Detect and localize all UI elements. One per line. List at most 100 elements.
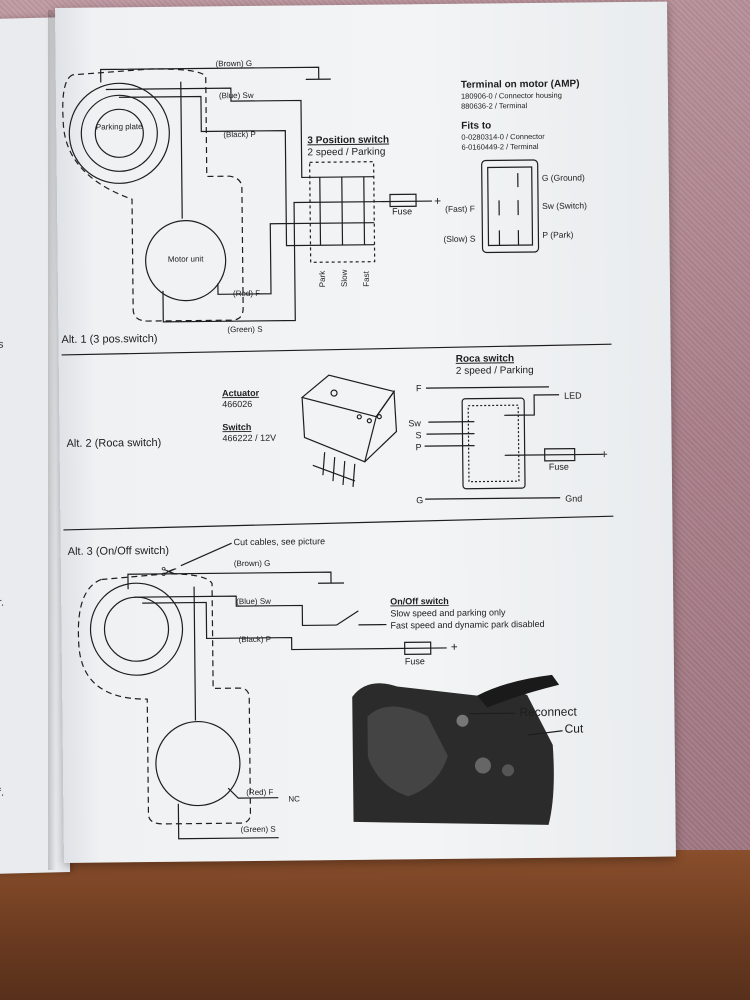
wire-label-green: (Green) S <box>241 825 276 834</box>
alt2-label: Alt. 2 (Roca switch) <box>67 437 162 450</box>
section-divider <box>63 515 614 531</box>
wire-label-brown: (Brown) G <box>216 59 253 68</box>
cut-pointer <box>527 730 563 736</box>
rocker-base <box>312 464 356 482</box>
switch-bar-slow <box>341 176 344 246</box>
switch-lever <box>336 610 359 626</box>
pin-sw: Sw <box>408 418 421 428</box>
wire-green <box>177 803 279 840</box>
parking-plate-label: Parking plate <box>96 122 143 131</box>
amp-connector <box>481 159 540 254</box>
left-page-fragment: f. <box>0 786 5 799</box>
cut-note: Cut cables, see picture <box>234 536 326 547</box>
plus-sign: + <box>451 640 458 654</box>
wire-s <box>426 433 475 435</box>
left-page-fragment: s <box>0 338 4 351</box>
motor-photo <box>352 674 563 825</box>
fuse-label: Fuse <box>405 656 425 666</box>
motor-unit-label: Motor unit <box>168 254 204 263</box>
rocker-side <box>364 389 398 463</box>
position-park: Park <box>318 270 327 288</box>
onoff-line: Slow speed and parking only <box>390 607 506 618</box>
terminal-title: Terminal on motor (AMP) <box>461 79 580 91</box>
pin-label: G (Ground) <box>542 172 585 182</box>
pin-f: F <box>416 383 422 393</box>
rocker-pin <box>342 460 346 486</box>
switch-bar-fast <box>363 176 366 245</box>
fits-line: 6-0160449-2 / Terminal <box>461 142 538 152</box>
motor-unit-circle <box>145 220 227 302</box>
page-fold-shadow <box>48 10 56 870</box>
parking-plate-hub <box>94 108 144 158</box>
motor-housing-outline <box>77 573 252 825</box>
roca-title: Roca switch <box>456 353 514 365</box>
pin-label: (Fast) F <box>445 204 475 214</box>
switch-number: 466222 / 12V <box>222 433 276 444</box>
wire-black <box>118 95 375 247</box>
wire-motor-feed <box>193 586 197 721</box>
rocker-pin <box>322 452 326 476</box>
wire-fuse-line <box>374 200 433 203</box>
roca-switch-body <box>461 397 526 490</box>
actuator-number: 466026 <box>222 399 252 409</box>
parking-plate-inner <box>103 596 170 662</box>
cut-pointer <box>180 542 232 567</box>
pin-p: P <box>416 442 422 452</box>
wiring-diagrams: Parking plate Motor unit 3 Position swit… <box>61 59 614 840</box>
rocker-pin <box>332 457 336 482</box>
section-divider <box>61 343 612 356</box>
terminal-line: 180906-0 / Connector housing <box>461 91 562 101</box>
plus-sign: + <box>434 194 441 208</box>
instruction-sheet: Parking plate Motor unit 3 Position swit… <box>55 1 676 863</box>
roca-terminals <box>467 404 520 483</box>
fuse-symbol <box>389 193 417 208</box>
pin-label: (Slow) S <box>443 234 476 244</box>
photo-housing <box>367 706 448 797</box>
photo-terminal <box>474 757 491 774</box>
rocker-dot <box>356 414 362 420</box>
wire-label-blue: (Blue) Sw <box>219 91 254 100</box>
three-position-switch-box <box>309 161 376 263</box>
alt3-label: Alt. 3 (On/Off switch) <box>68 545 169 558</box>
gnd-label: Gnd <box>565 494 582 504</box>
pin-label: P (Park) <box>542 230 573 240</box>
wire-blue <box>134 595 337 627</box>
wire-label-red: (Red) F <box>233 289 260 298</box>
parking-plate-inner <box>80 94 158 172</box>
wire-fuse <box>504 453 603 456</box>
actuator-title: Actuator <box>222 388 260 398</box>
terminal-line: 880636-2 / Terminal <box>461 101 528 111</box>
cut-label: Cut <box>565 722 584 736</box>
wire-label-brown: (Brown) G <box>234 559 271 568</box>
photo-terminal <box>456 714 469 727</box>
switch-title: Switch <box>222 422 251 432</box>
rocker-front <box>301 397 377 463</box>
scissors-icon: ✂ <box>161 562 178 584</box>
photo-cable <box>477 674 560 708</box>
rocker-dot <box>376 414 382 420</box>
fuse-label: Fuse <box>392 206 412 216</box>
left-page-fragment: r. <box>0 596 5 609</box>
onoff-title: On/Off switch <box>390 596 449 607</box>
wire-label-red: (Red) F <box>246 788 273 797</box>
wire-blue <box>105 87 374 179</box>
reconnect-label: Reconnect <box>519 705 577 720</box>
fits-title: Fits to <box>461 120 491 131</box>
wire-gnd <box>425 497 561 500</box>
motor-housing-outline <box>62 68 244 322</box>
photo-terminal <box>502 764 515 777</box>
alt2-diagram: Alt. 2 (Roca switch) Actuator 466026 Swi… <box>67 353 608 505</box>
alt3-diagram: Alt. 3 (On/Off switch) Cut cables, see p… <box>68 536 584 840</box>
switch-title: 3 Position switch <box>307 135 389 147</box>
wire-f <box>425 386 550 389</box>
wire-led <box>504 394 560 416</box>
switch-bar-park <box>319 177 322 246</box>
position-fast: Fast <box>362 270 371 286</box>
alt1-label: Alt. 1 (3 pos.switch) <box>61 333 157 346</box>
fuse-symbol <box>404 641 432 655</box>
parking-plate-outer <box>68 82 170 184</box>
plus-sign: + <box>601 447 608 461</box>
wire-label-blue: (Blue) Sw <box>236 597 271 606</box>
wire-p <box>424 445 475 447</box>
pin-g: G <box>416 495 423 505</box>
